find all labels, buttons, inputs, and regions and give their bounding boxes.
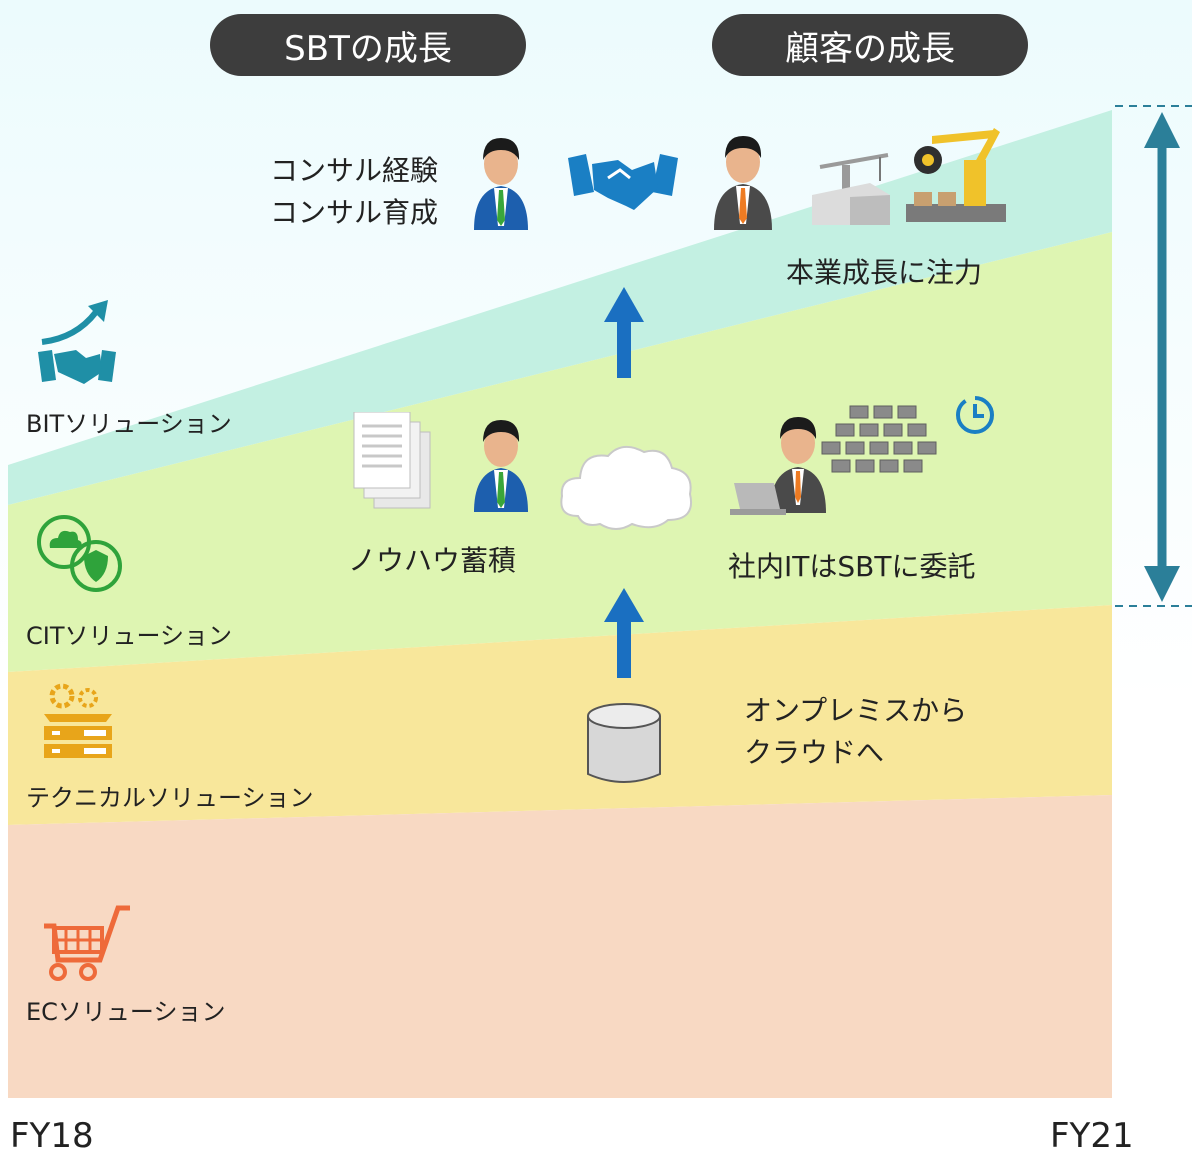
cloud-migration-line1: オンプレミスから [744,694,968,727]
core-business-label: 本業成長に注力 [786,256,983,289]
span-double-arrow [1144,112,1180,602]
businessman-icon-customer [714,136,772,230]
sbt-growth-label: SBTの成長 [284,28,452,69]
shopping-cart-icon [44,905,130,981]
bit-solution-label: BITソリューション [26,410,232,438]
laptop-icon [730,483,786,515]
consulting-experience-label: コンサル経験 [270,154,439,187]
handshake-icon [568,154,678,210]
cloud-icon [560,445,692,530]
axis-end-label: FY21 [1050,1116,1134,1156]
robot-arm-icon [906,128,1006,222]
clock-icon [956,396,994,434]
cloud-migration-text: オンプレミスから クラウドへ [744,690,967,774]
outsourcing-operator-icon [730,417,826,515]
sbt-growth-pill: SBTの成長 [210,14,526,76]
businessman-icon-knowhow [474,420,528,512]
documents-icon [353,412,431,509]
customer-growth-pill: 顧客の成長 [712,14,1028,76]
database-icon [587,703,661,783]
cit-band [8,232,1112,672]
server-gears-icon [44,683,112,758]
growth-handshake-icon [38,300,116,384]
outsourcing-label: 社内ITはSBTに委託 [728,550,976,583]
customer-growth-label: 顧客の成長 [785,28,955,69]
ec-solution-label: ECソリューション [26,998,226,1026]
businessman-icon [474,138,528,230]
cit-solution-label: CITソリューション [26,622,233,650]
consulting-text: コンサル経験 コンサル育成 [270,150,438,234]
axis-start-label: FY18 [10,1116,94,1156]
growth-arrow-lower [604,588,644,678]
technical-solution-label: テクニカルソリューション [26,784,314,812]
cloud-migration-line2: クラウドへ [744,736,885,769]
knowhow-label: ノウハウ蓄積 [348,544,517,577]
crane-building-icon [812,153,890,225]
ec-band [8,795,1112,1098]
tech-band [8,605,1112,825]
consulting-training-label: コンサル育成 [270,196,439,229]
cloud-security-icon [37,515,122,592]
growth-arrow-upper [604,287,644,378]
office-desks-icon [821,405,937,473]
